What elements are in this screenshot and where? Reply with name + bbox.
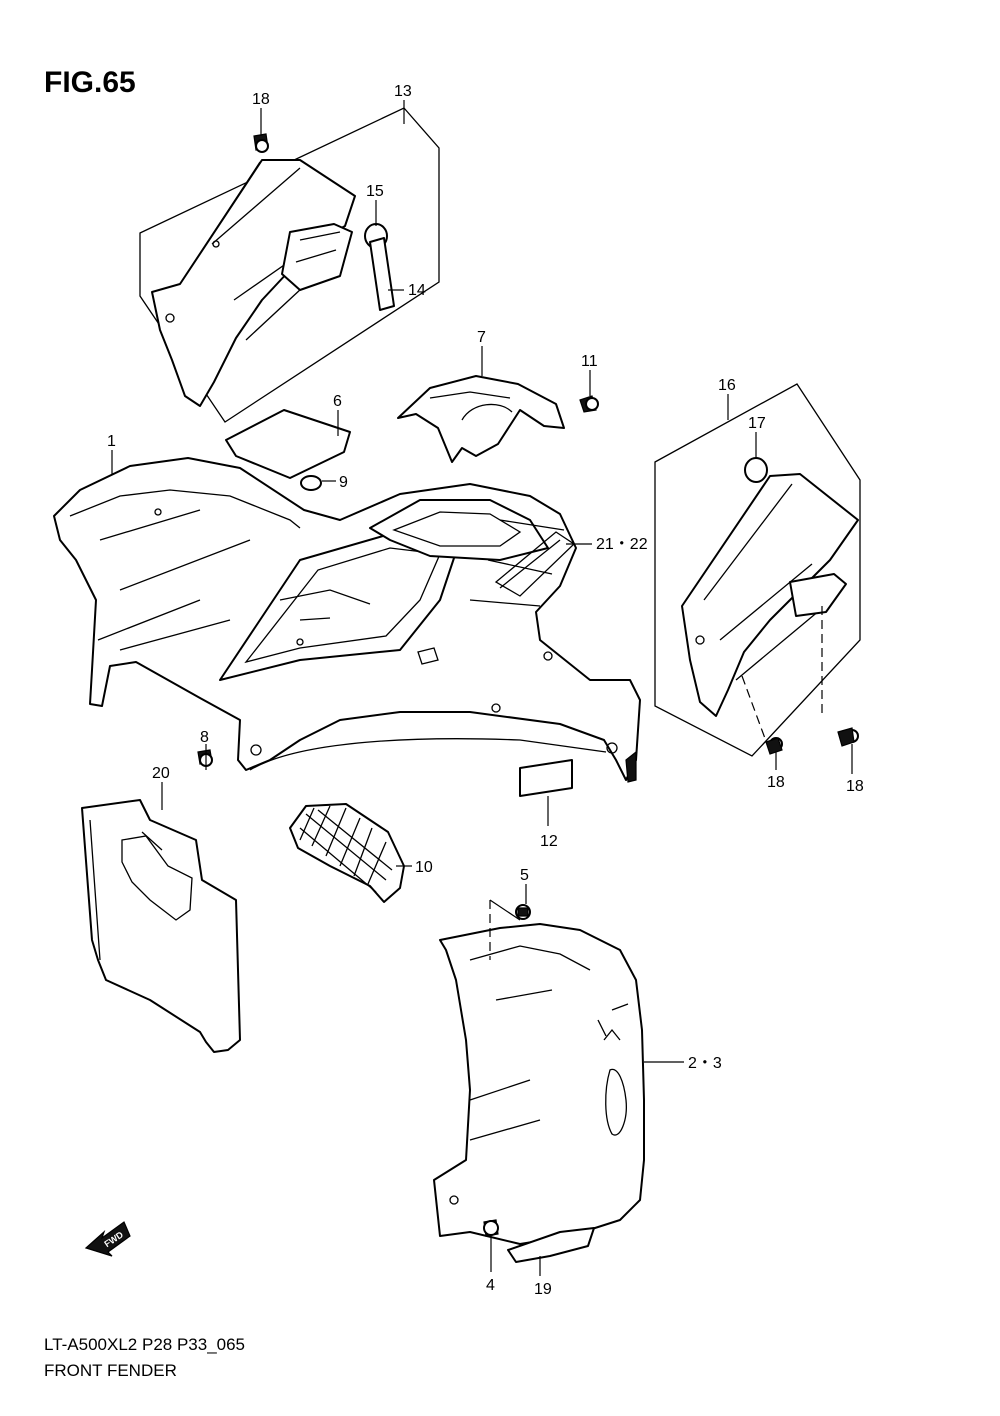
bolt-18-middle <box>765 737 783 755</box>
figure-title: FIG.65 <box>44 66 136 99</box>
grommet-9 <box>300 475 322 491</box>
label-11: 11 <box>581 353 598 370</box>
front-fender-1 <box>53 457 641 783</box>
part-7-cover <box>397 375 565 463</box>
grille-10 <box>289 803 405 903</box>
label-8: 8 <box>200 729 209 746</box>
label-18-middle: 18 <box>767 774 785 791</box>
label-15: 15 <box>366 183 384 200</box>
label-9: 9 <box>339 474 348 491</box>
label-20: 20 <box>152 765 170 782</box>
strip-19 <box>507 1227 595 1263</box>
label-19: 19 <box>534 1281 552 1298</box>
label-12: 12 <box>540 833 558 850</box>
bolt-4 <box>483 1219 499 1237</box>
label-4: 4 <box>486 1277 495 1294</box>
label-7: 7 <box>477 329 486 346</box>
label-6: 6 <box>333 393 342 410</box>
label-5: 5 <box>520 867 529 884</box>
label-2-3: 2・3 <box>688 1055 722 1072</box>
assembly-box-13 <box>139 107 440 423</box>
plate-6 <box>225 409 351 479</box>
pad-12 <box>519 759 573 797</box>
bolt-11 <box>579 395 599 413</box>
strip-14 <box>369 237 395 311</box>
bolt-8 <box>197 749 213 767</box>
bolt-18-top <box>253 133 269 153</box>
nut-5 <box>515 904 531 920</box>
forward-direction-arrow: FWD <box>84 1221 131 1257</box>
bushing-17 <box>744 457 768 483</box>
panel-20 <box>81 799 241 1053</box>
inner-fender-2-3 <box>433 899 645 1245</box>
label-17: 17 <box>748 415 766 432</box>
label-13: 13 <box>394 83 412 100</box>
assembly-box-16 <box>654 383 861 757</box>
label-16: 16 <box>718 377 736 394</box>
label-1: 1 <box>107 433 116 450</box>
label-21-22: 21・22 <box>596 536 648 553</box>
label-18-right: 18 <box>846 778 864 795</box>
model-code: LT-A500XL2 P28 P33_065 <box>44 1335 245 1354</box>
section-name: FRONT FENDER <box>44 1361 177 1380</box>
label-14: 14 <box>408 282 426 299</box>
bolt-18-right <box>837 727 859 747</box>
label-10: 10 <box>415 859 433 876</box>
label-18-top: 18 <box>252 91 270 108</box>
arrow-icon <box>84 1221 131 1257</box>
